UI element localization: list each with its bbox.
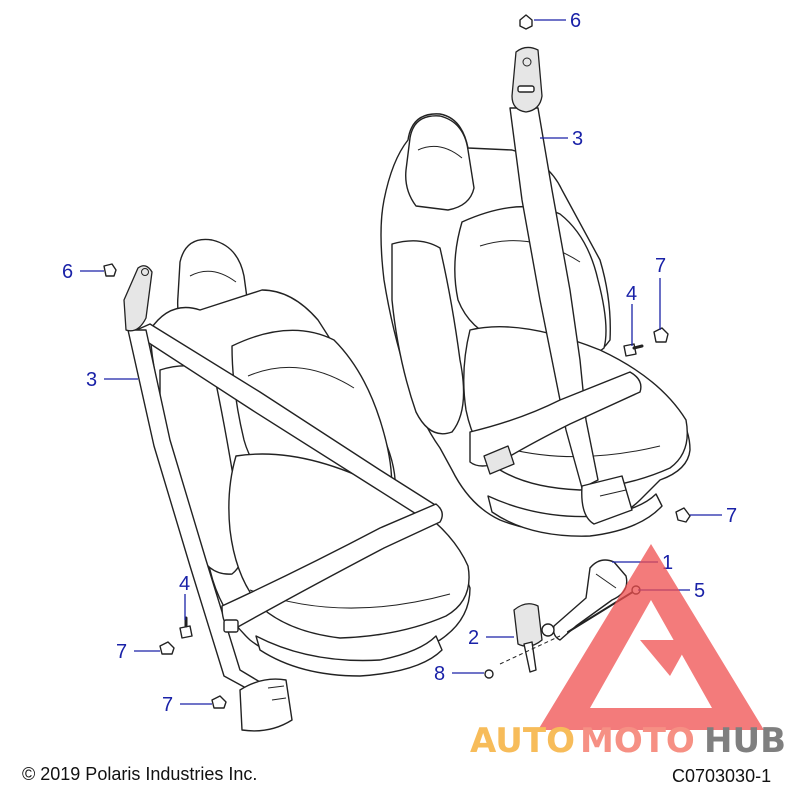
callout-6-left: 6: [62, 261, 73, 283]
triangle-logo-icon: [538, 544, 764, 730]
callout-7-right-top: 7: [655, 255, 666, 277]
callout-6-top: 6: [570, 10, 581, 32]
callout-8: 8: [434, 663, 445, 685]
watermark-logo: AUTO MOTO HUB: [470, 544, 786, 761]
callout-1: 1: [662, 552, 673, 574]
watermark-word-moto: MOTO: [580, 721, 695, 761]
callout-3-right: 3: [572, 128, 583, 150]
right-seat: [380, 46, 691, 537]
callout-5: 5: [694, 580, 705, 602]
left-seat: [123, 238, 471, 732]
callout-3-left: 3: [86, 369, 97, 391]
watermark-word-auto: AUTO: [470, 721, 575, 761]
callout-7-bottom: 7: [162, 694, 173, 716]
callout-4-right: 4: [626, 283, 637, 305]
fasteners: [103, 14, 691, 709]
callout-7-right-mid: 7: [726, 505, 737, 527]
callout-7-left: 7: [116, 641, 127, 663]
callout-labels: 6 3 4 7 7 1 5 2 8 6 3 4 7 7: [62, 10, 737, 716]
callout-4-left: 4: [179, 573, 190, 595]
watermark-word-hub: HUB: [704, 721, 786, 761]
callout-2: 2: [468, 627, 479, 649]
copyright-text: © 2019 Polaris Industries Inc.: [22, 764, 258, 784]
diagram-id: C0703030-1: [672, 766, 772, 786]
